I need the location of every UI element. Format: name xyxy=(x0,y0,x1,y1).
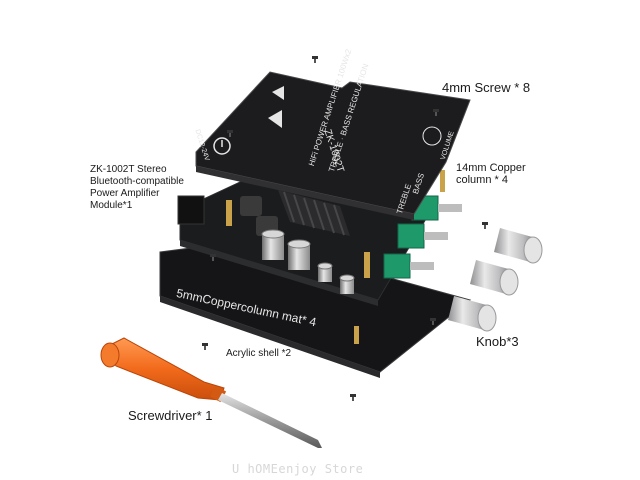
capacitor xyxy=(287,239,311,270)
copper-column xyxy=(440,170,445,192)
potentiometer-volume xyxy=(383,253,434,279)
power-icon xyxy=(213,137,231,155)
knob xyxy=(470,260,519,296)
speaker-icon xyxy=(268,110,282,128)
copper-column-label: 14mm Copper column * 4 xyxy=(456,162,526,186)
inductor xyxy=(240,196,262,216)
potentiometer-bass xyxy=(397,223,448,249)
screwdriver xyxy=(100,337,322,448)
screwdriver-shaft xyxy=(218,393,322,448)
bottom-acrylic-panel-edge xyxy=(160,296,380,378)
store-watermark: U hOMEenjoy Store xyxy=(232,462,364,476)
acrylic-shell-label: Acrylic shell *2 xyxy=(226,348,292,359)
dc-jack xyxy=(177,195,205,225)
copper-column xyxy=(226,200,232,226)
screw xyxy=(482,222,488,229)
copper-column xyxy=(354,326,359,344)
screw xyxy=(227,130,233,137)
capacitor xyxy=(339,274,355,294)
screw xyxy=(433,109,439,116)
capacitor xyxy=(261,229,285,260)
volume-knob-icon xyxy=(422,126,442,146)
screw xyxy=(210,254,216,261)
heatsink xyxy=(278,190,350,236)
screw xyxy=(350,394,356,401)
speaker-icon xyxy=(272,86,284,100)
top-acrylic-panel-edge xyxy=(196,166,414,220)
knob xyxy=(448,296,497,332)
knob-label: Knob*3 xyxy=(476,334,519,349)
screw xyxy=(312,56,318,63)
module-label: ZK-1002T Stereo Bluetooth-compatible Pow… xyxy=(90,164,184,211)
capacitor xyxy=(317,262,333,282)
copper-column xyxy=(364,252,370,278)
pcb-board-edge xyxy=(180,240,378,306)
screw xyxy=(202,343,208,350)
screw xyxy=(430,318,436,325)
knob xyxy=(494,228,543,264)
screwdriver-label: Screwdriver* 1 xyxy=(128,408,213,423)
screw-label: 4mm Screw * 8 xyxy=(442,80,531,95)
